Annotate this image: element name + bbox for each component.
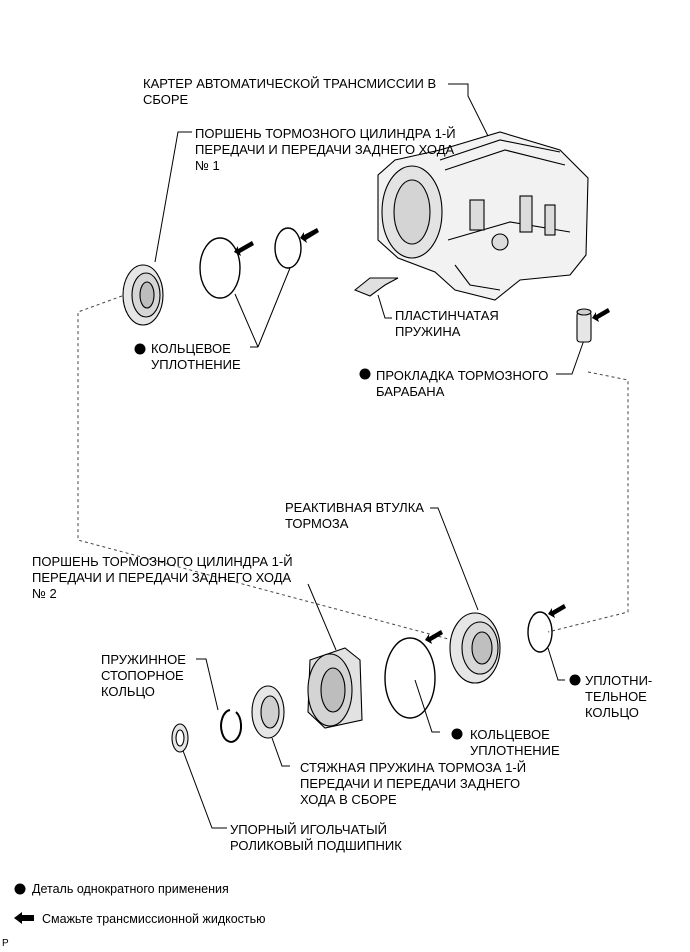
- label-piston-no1: ПОРШЕНЬ ТОРМОЗНОГО ЦИЛИНДРА 1-Й ПЕРЕДАЧИ…: [195, 126, 456, 173]
- label-case: КАРТЕР АВТОМАТИЧЕСКОЙ ТРАНСМИССИИ В СБОР…: [143, 76, 437, 107]
- o-ring-upper-small: [274, 227, 302, 269]
- label-snap-ring: ПРУЖИННОЕ СТОПОРНОЕ КОЛЬЦО: [101, 652, 186, 699]
- leader-reaction-sleeve: [430, 507, 479, 611]
- fluid-arrow-icon: [425, 630, 443, 644]
- label-return-spring: СТЯЖНАЯ ПРУЖИНА ТОРМОЗА 1-Й ПЕРЕДАЧИ И П…: [300, 760, 527, 807]
- non-reusable-dot-icon: [359, 368, 371, 380]
- label-o-ring-upper: КОЛЬЦЕВОЕ УПЛОТНЕНИЕ: [151, 341, 241, 372]
- dash-line-right: [547, 371, 629, 633]
- label-leaf-spring: ПЛАСТИНЧАТАЯ ПРУЖИНА: [395, 308, 499, 339]
- label-seal-ring: УПЛОТНИ- ТЕЛЬНОЕ КОЛЬЦО: [585, 673, 653, 720]
- seal-ring-part: [527, 611, 553, 653]
- drum-gasket: [576, 308, 592, 343]
- leader-leaf-spring: [377, 294, 392, 319]
- legend-apply-fluid: Смажьте трансмиссионной жидкостью: [42, 912, 266, 926]
- snap-ring-part: [220, 709, 243, 743]
- legend-non-reusable: Деталь однократного применения: [32, 882, 229, 896]
- return-spring-assembly: [251, 685, 285, 739]
- piston-no2: [307, 647, 363, 729]
- non-reusable-dot-icon: [569, 674, 581, 686]
- transmission-case: [377, 131, 589, 301]
- label-drum-gasket: ПРОКЛАДКА ТОРМОЗНОГО БАРАБАНА: [376, 368, 549, 399]
- fluid-arrow-icon: [300, 228, 319, 243]
- label-o-ring-lower: КОЛЬЦЕВОЕ УПЛОТНЕНИЕ: [470, 727, 560, 758]
- legend-dot-icon: [14, 883, 26, 895]
- leader-snap-ring: [196, 658, 219, 711]
- piston-no1: [122, 264, 164, 326]
- leader-oring2: [414, 679, 440, 733]
- needle-bearing: [171, 723, 189, 753]
- fluid-arrow-icon: [548, 604, 566, 618]
- fluid-arrow-icon: [234, 241, 254, 256]
- leaf-spring: [353, 277, 399, 297]
- figure-ref-code: P: [2, 938, 9, 949]
- leader-case: [448, 83, 501, 161]
- o-ring-lower: [384, 637, 436, 719]
- label-piston-no2: ПОРШЕНЬ ТОРМОЗНОГО ЦИЛИНДРА 1-Й ПЕРЕДАЧИ…: [32, 554, 293, 601]
- reaction-sleeve: [449, 612, 501, 684]
- leader-bearing: [181, 747, 227, 829]
- dash-line-left: [77, 295, 453, 641]
- fluid-arrow-icon: [592, 308, 610, 322]
- non-reusable-dot-icon: [134, 343, 146, 355]
- non-reusable-dot-icon: [451, 728, 463, 740]
- leader-return-spring: [271, 737, 290, 767]
- leader-piston2: [307, 583, 337, 651]
- legend-arrow-icon: [14, 912, 34, 924]
- o-ring-upper-large: [199, 237, 241, 299]
- leader-seal-ring: [547, 647, 565, 681]
- label-bearing: УПОРНЫЙ ИГОЛЬЧАТЫЙ РОЛИКОВЫЙ ПОДШИПНИК: [230, 822, 402, 853]
- leader-piston1: [154, 131, 192, 263]
- leader-oring1: [234, 267, 291, 348]
- leader-drum-gasket: [556, 339, 585, 375]
- label-reaction-sleeve: РЕАКТИВНАЯ ВТУЛКА ТОРМОЗА: [285, 500, 424, 531]
